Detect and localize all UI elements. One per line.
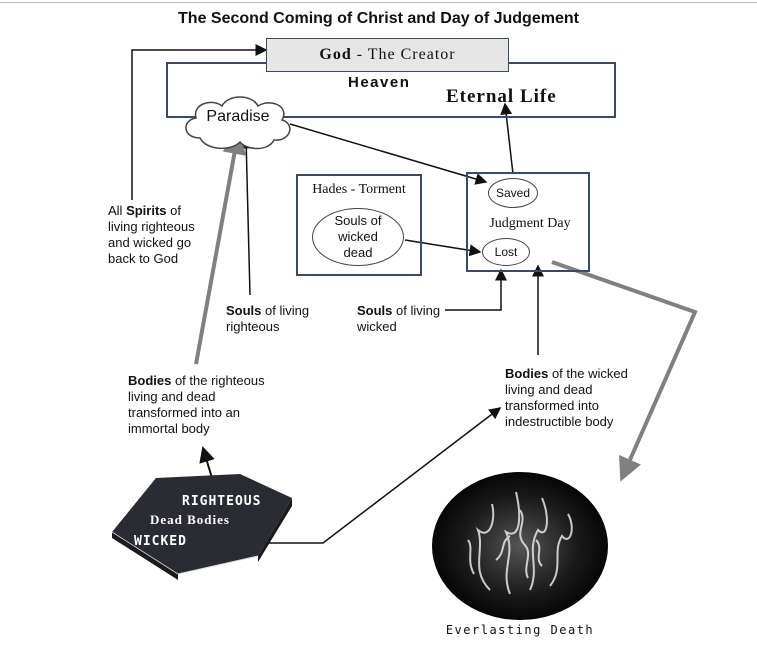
- souls-living-wicked-note: Souls of living wicked: [357, 303, 447, 335]
- coffin-icon: [111, 474, 292, 580]
- bodies-wicked-bold: Bodies: [505, 366, 549, 381]
- paradise-label: Paradise: [206, 108, 270, 125]
- arrow-souls-wicked: [445, 268, 507, 311]
- god-box: God - The Creator: [266, 38, 509, 72]
- arrow-coffin-to-righteous: [199, 446, 215, 479]
- bodies-wicked-note: Bodies of the wicked living and dead tra…: [505, 366, 655, 430]
- souls-wicked-dead-label: Souls of wicked dead: [334, 213, 382, 260]
- bodies-righteous-bold: Bodies: [128, 373, 172, 388]
- coffin-wicked-label: WICKED: [134, 534, 187, 549]
- god-label: God: [319, 46, 352, 63]
- arrow-lost-to-death: [551, 260, 698, 482]
- hades-box: Hades - Torment Souls of wicked dead: [296, 174, 422, 276]
- souls-righteous-rest: of living righteous: [226, 303, 310, 334]
- judgment-title: Judgment Day: [489, 216, 571, 231]
- lost-label: Lost: [494, 245, 518, 259]
- hades-title: Hades - Torment: [312, 182, 406, 197]
- heaven-label: Heaven: [348, 74, 411, 91]
- paradise-cloud: [185, 96, 291, 150]
- arrow-paradise-to-saved: [289, 123, 488, 185]
- souls-wicked-dead-ellipse: Souls of wicked dead: [312, 208, 404, 266]
- souls-living-righteous-note: Souls of living righteous: [226, 303, 336, 335]
- bodies-righteous-note: Bodies of the righteous living and dead …: [128, 373, 288, 437]
- judgment-box: Saved Judgment Day Lost: [466, 172, 590, 272]
- souls-righteous-bold: Souls: [226, 303, 262, 318]
- arrow-bodies-righteous: [194, 130, 247, 365]
- lost-ellipse: Lost: [482, 238, 530, 266]
- arrow-spirits-to-god: [131, 44, 268, 200]
- spirits-rest: of living righteous and wicked go back t…: [108, 203, 195, 266]
- spirits-note: All Spirits of living righteous and wick…: [108, 203, 208, 267]
- coffin-righteous-label: RIGHTEOUS: [182, 494, 262, 509]
- spirits-prefix: All: [108, 203, 127, 218]
- diagram-title: The Second Coming of Christ and Day of J…: [178, 10, 579, 27]
- saved-label: Saved: [495, 186, 531, 200]
- everlasting-death-label: Everlasting Death: [445, 623, 595, 637]
- souls-wicked-rest: of living wicked: [357, 303, 441, 334]
- coffin-dead-bodies-label: Dead Bodies: [150, 512, 230, 527]
- bodies-wicked-rest: of the wicked living and dead transforme…: [505, 366, 628, 429]
- saved-ellipse: Saved: [488, 178, 538, 208]
- spirits-bold: Spirits: [126, 203, 167, 218]
- god-creator-label: - The Creator: [351, 46, 456, 63]
- bodies-righteous-rest: of the righteous living and dead transfo…: [128, 373, 265, 436]
- top-rule: [0, 2, 757, 3]
- arrow-souls-righteous: [240, 136, 253, 296]
- eternal-life-label: Eternal Life: [446, 86, 557, 107]
- arrow-saved-to-eternal: [500, 102, 514, 175]
- souls-wicked-bold: Souls: [357, 303, 393, 318]
- everlasting-death-fire-image: [432, 472, 608, 620]
